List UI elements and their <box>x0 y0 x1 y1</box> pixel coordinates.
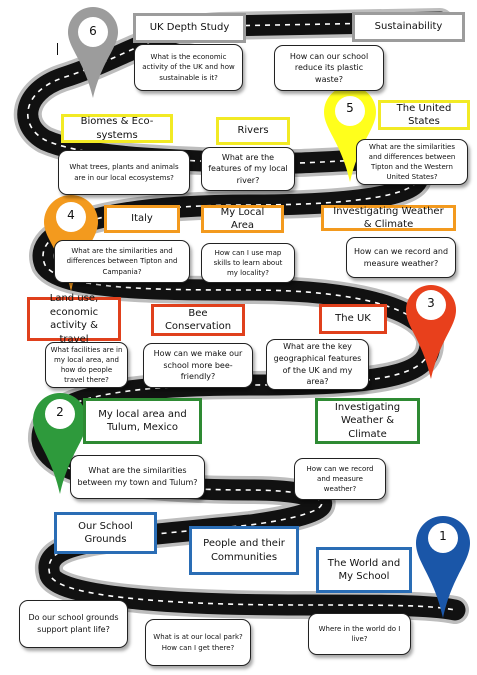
question-italy: What are the similarities and difference… <box>54 240 190 283</box>
stop-number: 4 <box>67 208 75 222</box>
topic-biomes: Biomes & Eco-systems <box>61 114 173 143</box>
question-sustainability: How can our school reduce its plastic wa… <box>274 45 384 91</box>
topic-local-area-tulum: My local area and Tulum, Mexico <box>83 398 202 444</box>
question-people-communities: What is at our local park? How can I get… <box>145 619 251 666</box>
cursor-mark <box>57 43 58 55</box>
question-investigating-weather-1: How can we record and measure weather? <box>346 237 456 278</box>
stop-number: 6 <box>89 24 97 38</box>
topic-world-and-school: The World and My School <box>316 547 412 593</box>
topic-united-states: The United States <box>378 100 470 130</box>
pin-stop-6: 6 <box>66 5 120 100</box>
pin-stop-1: 1 <box>414 514 472 620</box>
pin-stop-3: 3 <box>404 283 458 381</box>
topic-the-uk: The UK <box>319 304 387 334</box>
question-bee-conservation: How can we make our school more bee-frie… <box>143 343 253 388</box>
topic-my-local-area: My Local Area <box>201 205 284 233</box>
stop-number: 2 <box>56 405 64 419</box>
stop-number: 5 <box>346 101 354 115</box>
question-investigating-weather-2: How can we record and measure weather? <box>294 458 386 500</box>
question-the-uk: What are the key geographical features o… <box>266 339 369 390</box>
question-my-local-area: How can I use map skills to learn about … <box>201 243 295 283</box>
question-world-and-school: Where in the world do I live? <box>308 613 411 655</box>
question-united-states: What are the similarities and difference… <box>356 139 468 185</box>
topic-italy: Italy <box>104 205 180 233</box>
pin-stop-5: 5 <box>322 84 378 184</box>
stop-number: 3 <box>427 296 435 310</box>
topic-school-grounds: Our School Grounds <box>54 512 157 554</box>
question-local-area-tulum: What are the similarities between my tow… <box>70 455 205 499</box>
topic-land-use: Land use, economic activity & travel <box>27 293 121 345</box>
stop-number: 1 <box>439 529 447 543</box>
topic-people-communities: People and their Communities <box>189 526 299 575</box>
topic-uk-depth-study: UK Depth Study <box>133 13 246 43</box>
topic-bee-conservation: Bee Conservation <box>151 304 245 336</box>
topic-rivers: Rivers <box>216 117 290 145</box>
pin-stop-2: 2 <box>31 391 89 496</box>
question-biomes: What trees, plants and animals are in ou… <box>58 150 190 195</box>
question-school-grounds: Do our school grounds support plant life… <box>19 600 128 648</box>
topic-sustainability: Sustainability <box>352 12 465 42</box>
question-rivers: What are the features of my local river? <box>201 147 295 191</box>
topic-investigating-weather-1: Investigating Weather & Climate <box>321 205 456 231</box>
topic-investigating-weather-2: Investigating Weather & Climate <box>315 398 420 444</box>
question-land-use: What facilities are in my local area, an… <box>45 342 128 388</box>
question-uk-depth-study: What is the economic activity of the UK … <box>134 44 243 91</box>
